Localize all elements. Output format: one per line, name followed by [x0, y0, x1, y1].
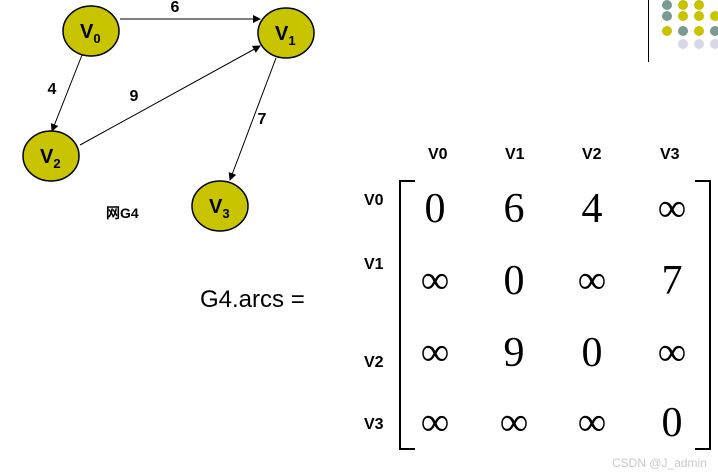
matrix-cell: 0 — [503, 258, 525, 304]
decor-dot — [678, 26, 688, 36]
decor-dot — [694, 11, 704, 21]
matrix-cell: ∞ — [657, 185, 687, 230]
edge-weight-v0-v1: 6 — [171, 0, 180, 16]
decor-vertical-line — [648, 0, 649, 62]
edge-weight-v2-v1: 9 — [130, 88, 139, 105]
matrix-cell: 7 — [661, 258, 683, 304]
matrix-cell: ∞ — [577, 257, 607, 302]
svg-text:V1: V1 — [275, 23, 296, 48]
decor-dot — [678, 39, 688, 49]
decor-dot — [694, 39, 704, 49]
matrix-cell: 6 — [503, 186, 525, 232]
matrix-row-header: V1 — [364, 256, 384, 273]
edge-v2-v1 — [79, 45, 261, 146]
vertex-v3: V3 — [191, 180, 249, 232]
edge-v0-v2 — [50, 54, 83, 132]
matrix-cell: 0 — [581, 330, 603, 376]
decor-dot — [710, 26, 718, 36]
matrix-cell: ∞ — [657, 329, 687, 374]
vertex-v0: V0 — [62, 5, 120, 57]
decor-dot — [694, 26, 704, 36]
matrix-cell: 0 — [424, 186, 446, 232]
decor-dot — [694, 0, 704, 10]
decor-dot — [710, 39, 718, 49]
decor-dot — [678, 11, 688, 21]
decor-dot — [678, 0, 688, 10]
watermark-text: CSDN @J_admin — [612, 456, 707, 470]
decor-dot — [662, 0, 672, 10]
vertex-v1: V1 — [257, 7, 315, 59]
svg-text:V0: V0 — [80, 21, 101, 46]
matrix-col-header: V2 — [582, 146, 602, 163]
decor-dot — [662, 11, 672, 21]
matrix-cell: 4 — [581, 186, 603, 232]
matrix-label: G4.arcs = — [200, 286, 305, 313]
graph-caption: 网G4 — [106, 205, 139, 221]
matrix-col-header: V0 — [428, 146, 448, 163]
matrix-row-header: V2 — [364, 354, 384, 371]
edge-weight-v1-v3: 7 — [258, 111, 267, 128]
edge-v1-v3 — [228, 57, 277, 181]
matrix-row-header: V3 — [364, 416, 384, 433]
edge-weight-v0-v2: 4 — [48, 81, 57, 98]
svg-text:V3: V3 — [209, 196, 230, 221]
matrix-cell: ∞ — [420, 399, 450, 444]
svg-text:V2: V2 — [40, 146, 61, 171]
matrix-cell: 0 — [661, 400, 683, 446]
decor-dot — [710, 11, 718, 21]
matrix-cell: ∞ — [577, 399, 607, 444]
decor-dot — [662, 26, 672, 36]
matrix-col-header: V3 — [660, 146, 680, 163]
matrix-cell: ∞ — [499, 399, 529, 444]
graph-diagram: 6 4 9 7 V0 V1 V2 V3 — [22, 0, 315, 232]
matrix-col-header: V1 — [505, 146, 525, 163]
matrix-cell: 9 — [503, 330, 525, 376]
matrix-cell: ∞ — [420, 329, 450, 374]
matrix-row-header: V0 — [364, 192, 384, 209]
matrix-cell: ∞ — [420, 257, 450, 302]
vertex-v2: V2 — [22, 130, 80, 182]
